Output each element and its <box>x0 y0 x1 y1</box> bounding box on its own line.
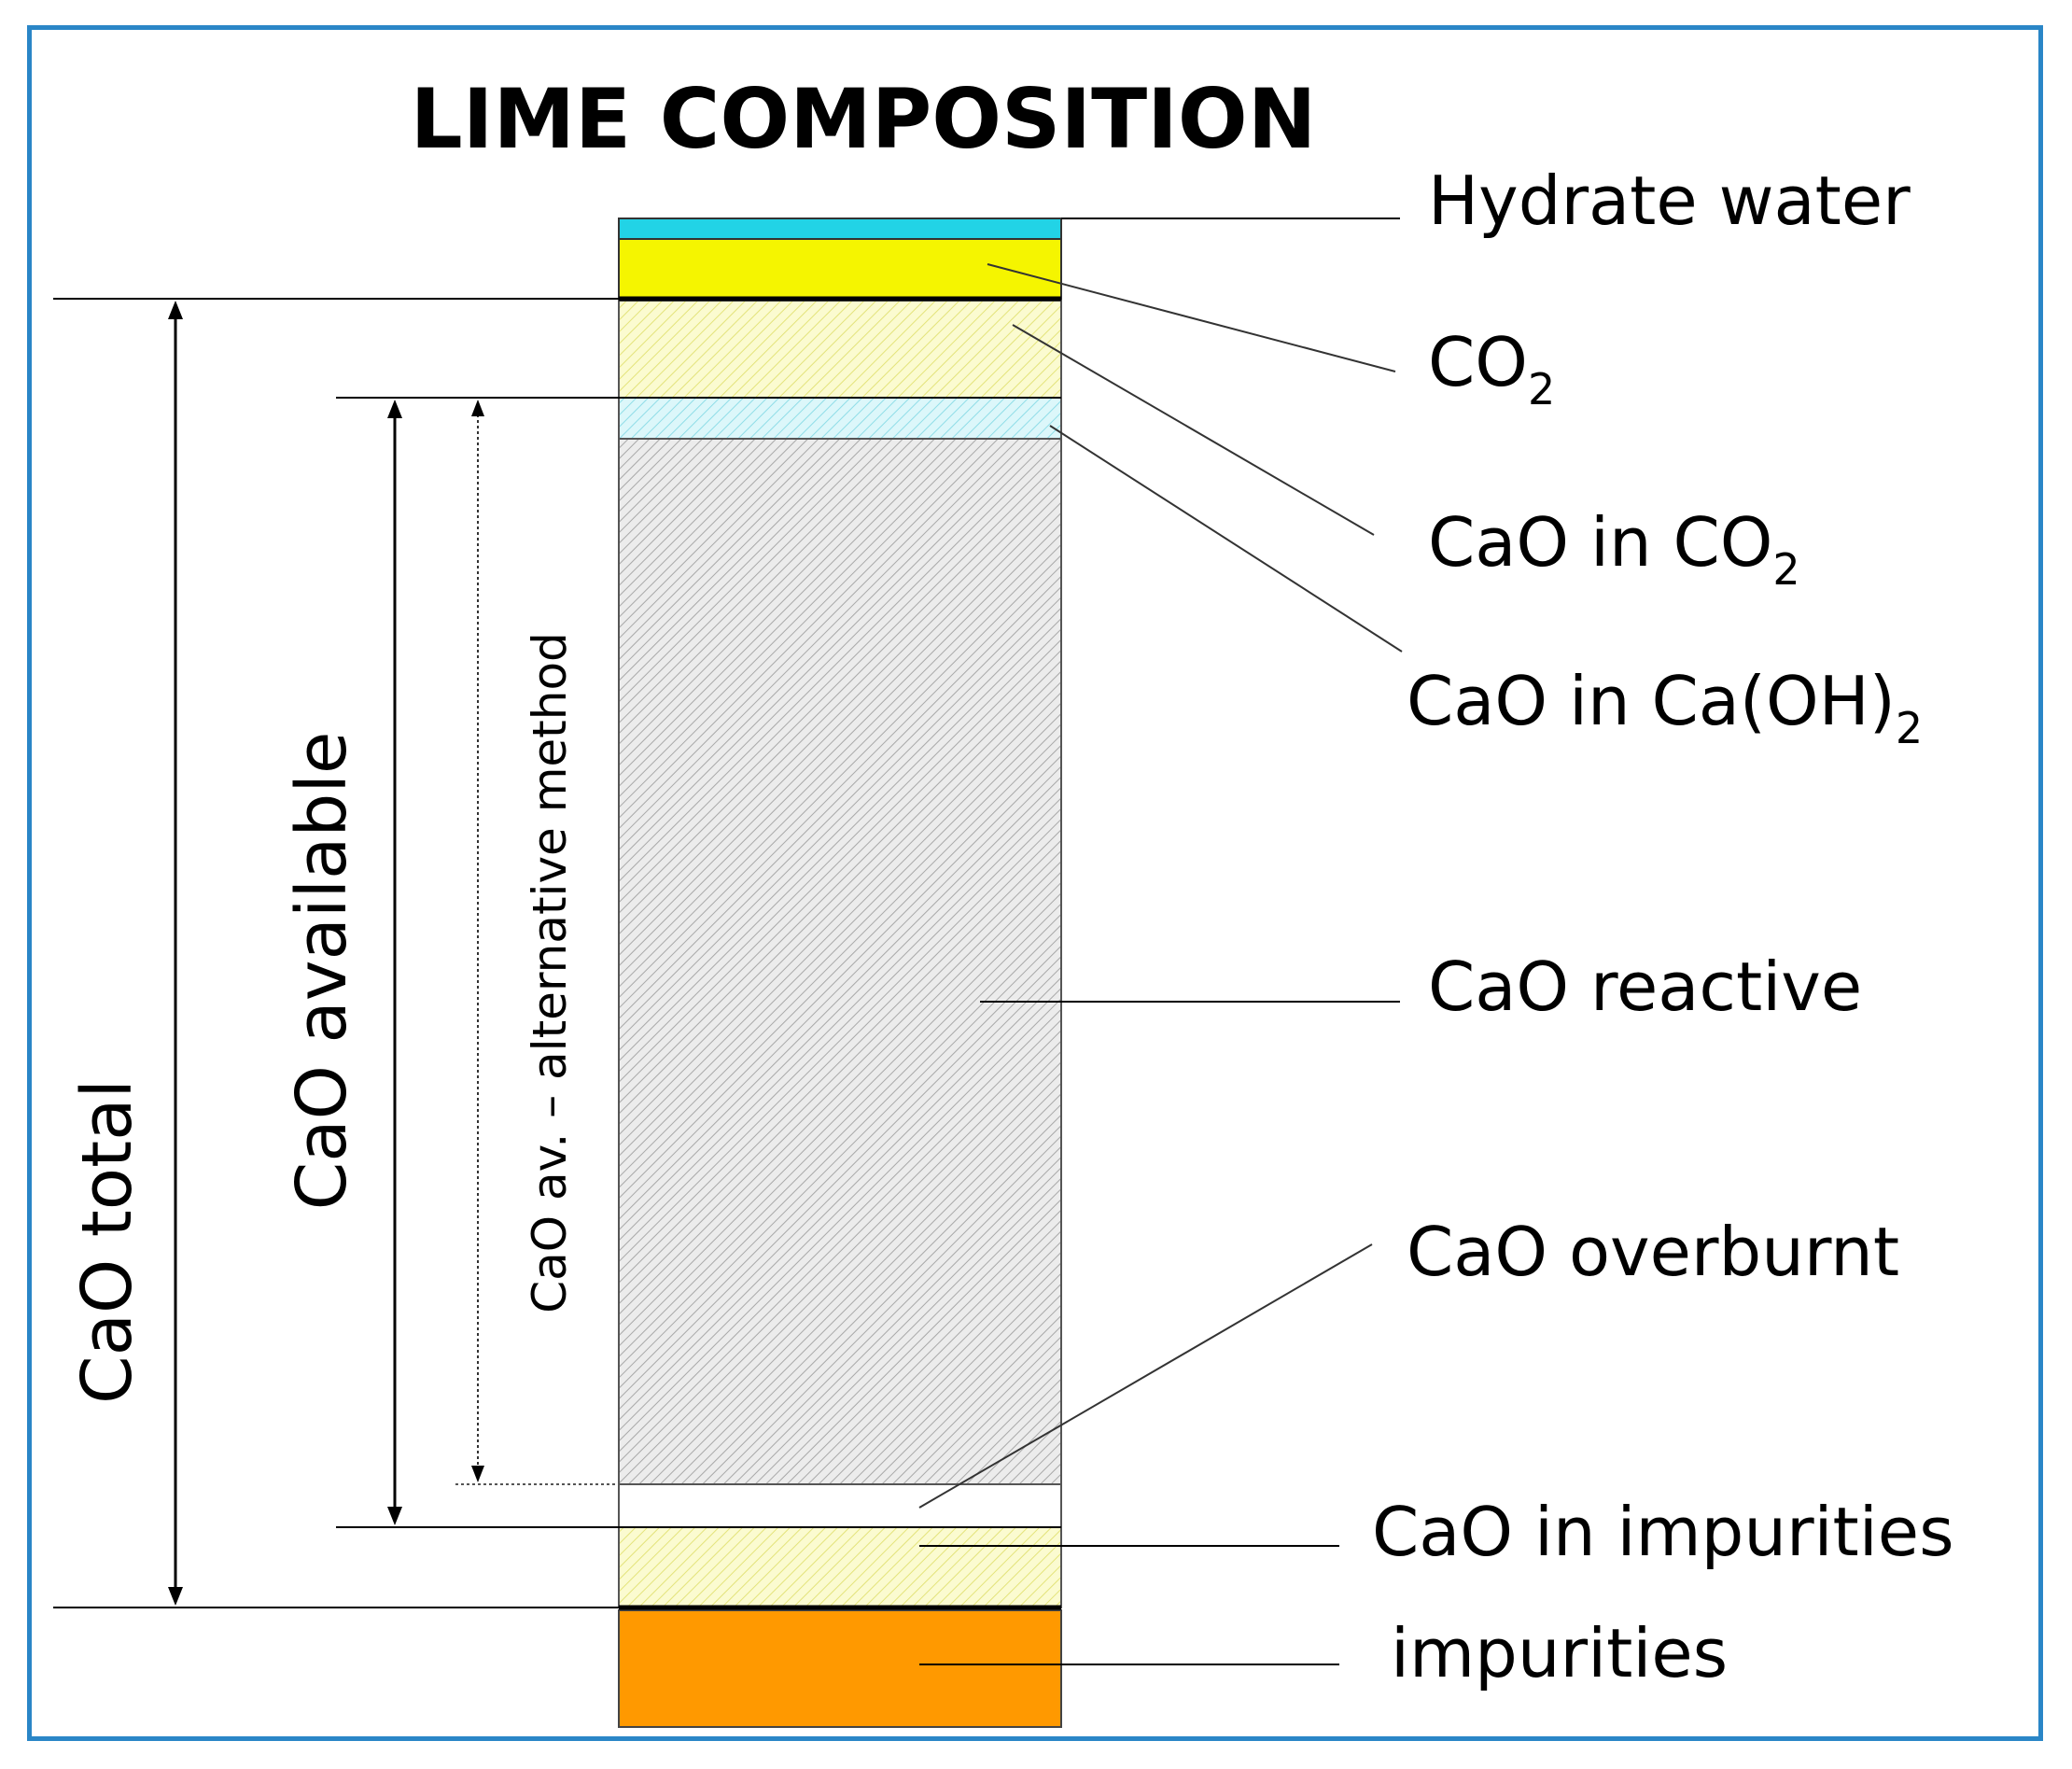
hydrate-water-band <box>618 218 1062 240</box>
co2-band <box>618 238 1062 300</box>
label-cao-in-co2-main: CaO in CO <box>1428 503 1772 582</box>
label-cao-total: CaO total <box>67 1079 147 1404</box>
cao-available-arrowhead-bottom <box>387 1507 402 1525</box>
label-cao-av-alt: CaO av. – alternative method <box>523 632 577 1313</box>
cao-in-caoh2-band <box>618 397 1062 440</box>
cao-total-arrowhead-top <box>168 301 183 319</box>
label-hydrate-water: Hydrate water <box>1428 161 1911 240</box>
label-cao-in-caoh2: CaO in Ca(OH)2 <box>1407 662 1923 753</box>
label-cao-overburnt: CaO overburnt <box>1407 1213 1899 1291</box>
cao-total-arrowhead-bottom <box>168 1587 183 1606</box>
cao-alt-arrowhead-top <box>471 400 484 416</box>
cao-overburnt-leader <box>918 1243 1373 1509</box>
diagram-title: LIME COMPOSITION <box>411 71 1317 167</box>
label-co2-subscript: 2 <box>1528 364 1555 414</box>
label-cao-in-impurities: CaO in impurities <box>1372 1493 1954 1571</box>
cao-overburnt-band <box>618 1483 1062 1528</box>
cao-in-impurities-band <box>618 1526 1062 1608</box>
cao-reactive-band <box>618 438 1062 1485</box>
cao-in-co2-leader <box>1012 324 1375 536</box>
impurities-band <box>618 1609 1062 1728</box>
label-cao-reactive: CaO reactive <box>1428 948 1862 1026</box>
label-cao-available: CaO available <box>282 732 362 1211</box>
label-cao-in-co2: CaO in CO2 <box>1428 503 1800 595</box>
label-cao-in-caoh2-main: CaO in Ca(OH) <box>1407 662 1896 740</box>
cao-in-caoh2-leader <box>1049 425 1403 653</box>
co2-leader <box>987 263 1396 372</box>
label-impurities: impurities <box>1391 1614 1728 1692</box>
cao-alt-arrowhead-bottom <box>471 1466 484 1482</box>
cao-available-arrowhead-top <box>387 400 402 418</box>
label-cao-in-caoh2-subscript: 2 <box>1896 703 1923 753</box>
label-co2: CO2 <box>1428 323 1555 414</box>
cao-in-co2-band <box>618 300 1062 399</box>
label-cao-in-co2-subscript: 2 <box>1772 544 1799 595</box>
label-co2-main: CO <box>1428 323 1528 401</box>
